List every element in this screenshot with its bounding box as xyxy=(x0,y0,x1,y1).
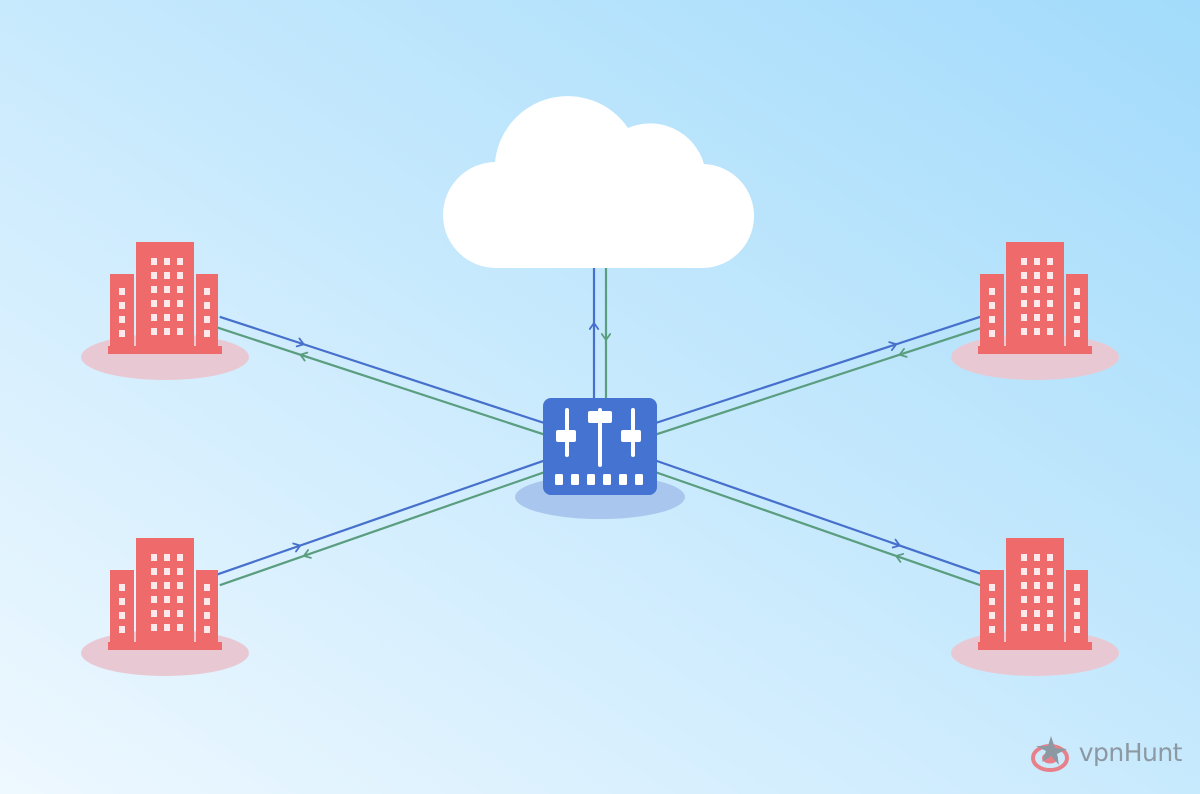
brand-watermark: vpnHunt xyxy=(1030,732,1183,772)
link-direction-arrow xyxy=(898,347,908,358)
link-line-blue xyxy=(219,315,603,443)
link-line-green xyxy=(219,451,603,587)
link-top-right xyxy=(597,315,985,454)
link-cloud xyxy=(588,268,612,400)
link-line-green xyxy=(601,326,985,454)
buildings-layer xyxy=(81,242,1119,676)
link-direction-arrow xyxy=(292,542,302,553)
office-building-icon-top-right xyxy=(951,242,1119,380)
link-line-blue xyxy=(597,315,981,443)
brand-name: vpnHunt xyxy=(1078,737,1183,767)
link-direction-arrow xyxy=(888,341,898,352)
link-direction-arrow xyxy=(895,553,905,563)
office-building-icon-bottom-right xyxy=(951,538,1119,676)
link-direction-arrow xyxy=(295,337,305,348)
vpnhunt-target-logo-icon xyxy=(1030,736,1069,772)
link-direction-arrow xyxy=(588,322,600,330)
links-layer xyxy=(215,268,985,587)
link-bottom-left xyxy=(215,440,603,587)
link-line-green xyxy=(597,451,981,587)
link-direction-arrow xyxy=(302,549,312,559)
link-direction-arrow xyxy=(299,351,309,362)
link-bottom-right xyxy=(597,440,985,587)
link-top-left xyxy=(215,315,603,454)
office-building-icon-bottom-left xyxy=(81,538,249,676)
sd-wan-switch-icon xyxy=(543,398,657,495)
cloud-icon xyxy=(443,96,755,269)
office-building-icon-top-left xyxy=(81,242,249,380)
link-line-blue xyxy=(601,440,985,576)
link-direction-arrow xyxy=(891,538,901,549)
link-direction-arrow xyxy=(600,333,612,341)
link-line-blue xyxy=(215,440,599,576)
link-line-green xyxy=(215,326,599,454)
